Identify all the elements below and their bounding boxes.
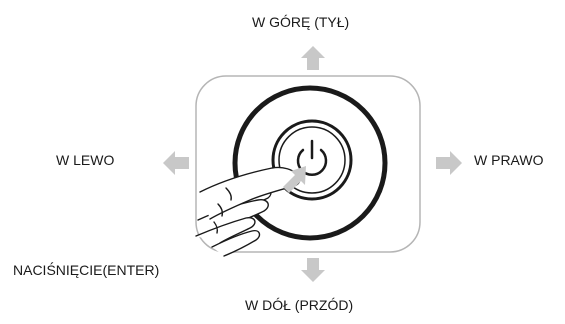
- label-down: W DÓŁ (PRZÓD): [245, 297, 354, 313]
- label-up: W GÓRĘ (TYŁ): [252, 14, 350, 30]
- power-icon: [296, 139, 328, 176]
- arrow-left-icon: [163, 151, 189, 175]
- label-press: NACIŚNIĘCIE(ENTER): [13, 262, 160, 278]
- arrow-up-icon: [301, 46, 325, 70]
- arrow-right-icon: [436, 151, 462, 175]
- hand-pointing-icon: [195, 166, 301, 257]
- label-right: W PRAWO: [474, 152, 544, 168]
- arrow-down-icon: [301, 258, 325, 282]
- label-left: W LEWO: [56, 152, 115, 168]
- press-arrow-icon: [283, 166, 306, 193]
